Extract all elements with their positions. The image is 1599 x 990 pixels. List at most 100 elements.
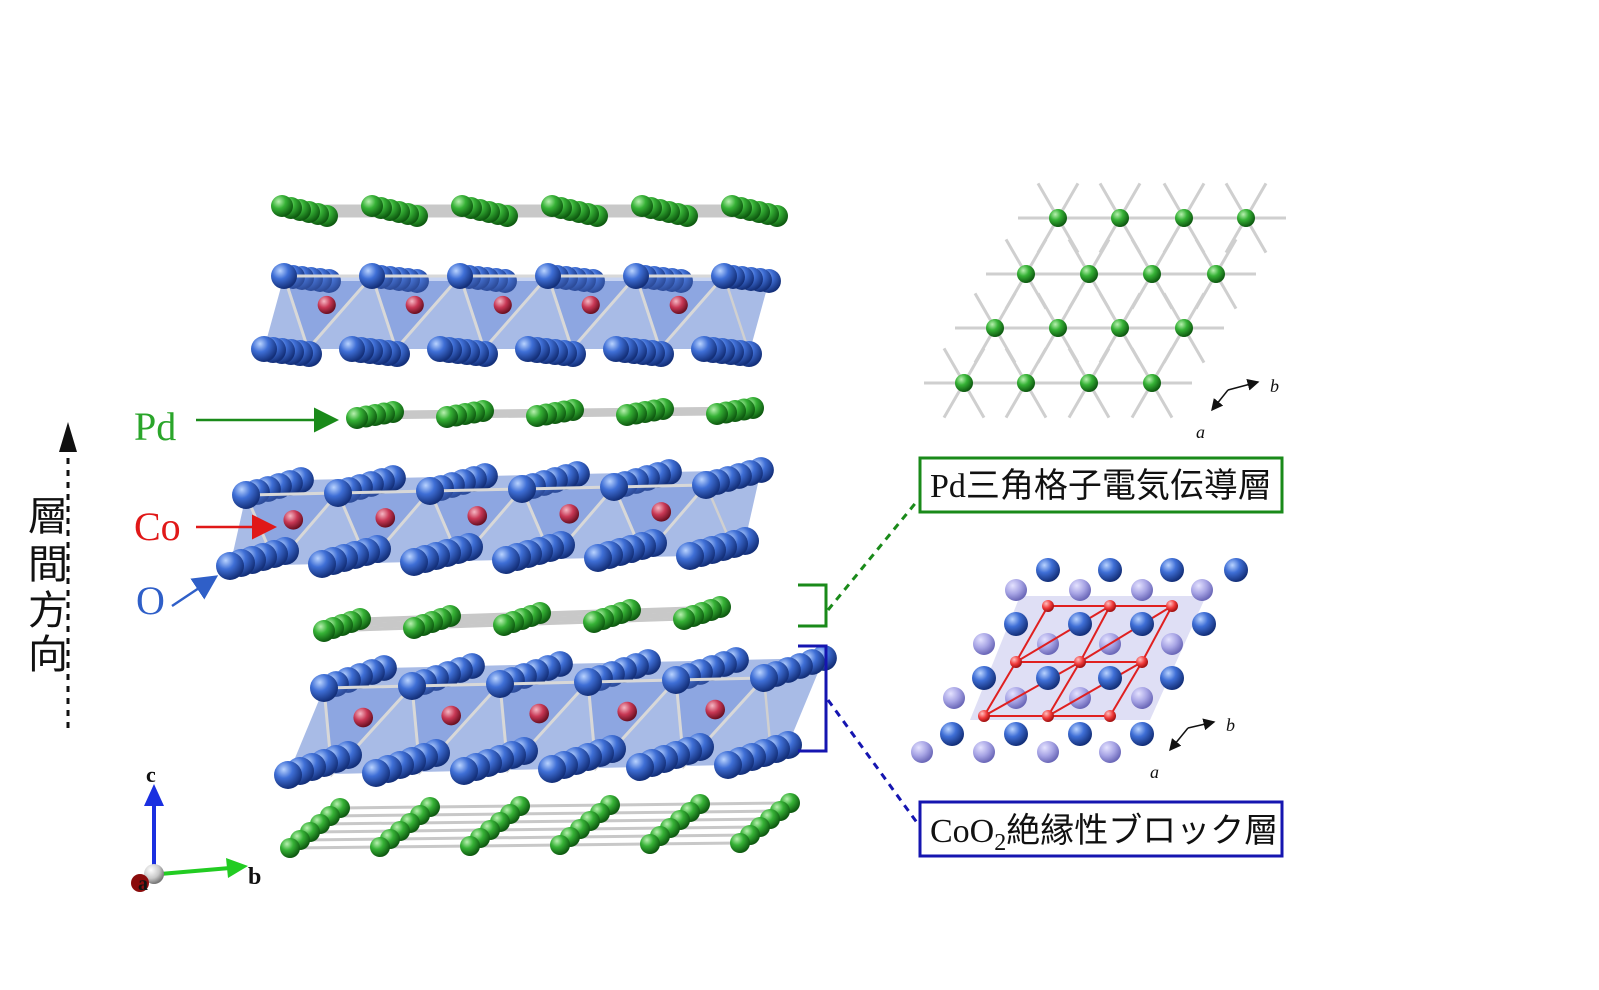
o-atom-top	[711, 263, 737, 289]
o-inset-atom-light	[1131, 687, 1153, 709]
o-inset-atom-light	[1131, 579, 1153, 601]
o-atom-bottom	[691, 336, 717, 362]
inset-bottom-b-label: b	[1226, 715, 1235, 735]
pd-bond	[339, 801, 791, 810]
o-inset-atom-light	[1099, 741, 1121, 763]
o-inset-atom-light	[911, 741, 933, 763]
pd-atom	[640, 834, 660, 854]
o-inset-atom-light	[943, 687, 965, 709]
interlayer-direction-arrow	[59, 422, 77, 728]
co-atom	[669, 295, 688, 315]
pd-atom	[673, 608, 695, 630]
o-inset-atom-dark	[1036, 558, 1060, 582]
pd-inset-atom	[955, 374, 973, 392]
pd-layer-leader	[826, 499, 920, 611]
co-inset-atom	[1104, 600, 1116, 612]
coo2-lattice-inset	[911, 558, 1248, 763]
pd-bond	[309, 825, 761, 834]
pd-bond	[289, 841, 741, 850]
pd-atom	[460, 836, 480, 856]
o-inset-atom-light	[1005, 579, 1027, 601]
coo2-layer-leader	[826, 699, 920, 825]
pd-layer-bottom	[280, 793, 800, 858]
pd-inset-atom	[1207, 265, 1225, 283]
o-label: O	[136, 578, 165, 623]
o-inset-atom-light	[973, 741, 995, 763]
o-atom-top	[416, 477, 444, 505]
a-axis-marker	[131, 874, 149, 892]
pd-layer-middle	[346, 397, 764, 429]
o-atom-bottom	[362, 759, 390, 787]
o-inset-atom-light	[1191, 579, 1213, 601]
pd-inset-atom	[1017, 265, 1035, 283]
o-atom-bottom	[538, 755, 566, 783]
vertical-char-3: 方	[28, 588, 68, 634]
pd-inset-atom	[986, 319, 1004, 337]
o-inset-atom-dark	[1098, 558, 1122, 582]
co-atom	[617, 701, 637, 722]
a-axis-label: a	[138, 873, 148, 895]
co-inset-atom	[1104, 710, 1116, 722]
coo2-layer-box-text: CoO2絶縁性ブロック層	[930, 812, 1278, 856]
co-atom	[283, 510, 304, 530]
o-atom-bottom	[450, 757, 478, 785]
coo2-layer-lower	[274, 645, 837, 789]
o-atom-top	[535, 263, 561, 289]
coo2-layer-box	[918, 800, 1284, 858]
pd-bond	[299, 833, 751, 842]
o-inset-atom-dark	[1004, 722, 1028, 746]
pd-layer-box	[918, 456, 1284, 514]
coo2-prefix: CoO	[930, 813, 994, 850]
pd-atom	[280, 838, 300, 858]
main-axes: c a b	[131, 762, 261, 895]
co-atom	[375, 508, 396, 528]
pd-inset-atom	[1111, 319, 1129, 337]
co-atom	[317, 295, 336, 315]
o-inset-atom-light	[973, 633, 995, 655]
o-inset-atom-dark	[1068, 612, 1092, 636]
co-atom	[493, 295, 512, 315]
o-atom-top	[574, 668, 602, 696]
o-atom-bottom	[603, 336, 629, 362]
co-atom	[705, 699, 725, 720]
o-inset-atom-light	[1069, 579, 1091, 601]
co-atom	[467, 506, 488, 526]
o-atom-top	[310, 674, 338, 702]
pd-atom	[403, 617, 425, 639]
coo2-suffix: 絶縁性ブロック層	[1006, 812, 1278, 850]
inset-bottom-a-label: a	[1150, 762, 1159, 782]
o-atom-bottom	[216, 552, 244, 580]
o-atom-top	[324, 479, 352, 507]
co-inset-bond	[1141, 605, 1173, 663]
co-atom	[559, 504, 580, 524]
o-atom-top	[232, 481, 260, 509]
o-atom-bottom	[400, 548, 428, 576]
o-atom-bottom	[584, 544, 612, 572]
o-atom-top	[750, 664, 778, 692]
co-inset-bond	[983, 661, 1017, 717]
pd-inset-atom	[1175, 209, 1193, 227]
pd-layer-top	[271, 195, 788, 227]
pd-atom	[271, 195, 293, 217]
pd-atom	[313, 620, 335, 642]
interlayer-direction-label: 層 間 方 向	[28, 494, 68, 678]
pd-inset-atom	[1049, 209, 1067, 227]
o-inset-atom-dark	[1160, 558, 1184, 582]
pd-atom	[730, 833, 750, 853]
o-atom-bottom	[308, 550, 336, 578]
c-axis-label: c	[146, 762, 156, 787]
pd-atom	[583, 611, 605, 633]
o-inset-atom-dark	[1130, 722, 1154, 746]
coo2-layer-middle	[216, 457, 774, 580]
inset-top-a-label: a	[1196, 422, 1205, 442]
o-atom-top	[359, 263, 385, 289]
o-atom-bottom	[492, 546, 520, 574]
co-inset-atom	[1042, 600, 1054, 612]
co-atom	[581, 295, 600, 315]
vertical-char-4: 向	[28, 632, 68, 678]
co-inset-bond	[1079, 605, 1111, 663]
o-atom-top	[486, 670, 514, 698]
pd-atom	[370, 837, 390, 857]
pd-inset-atom	[1143, 265, 1161, 283]
